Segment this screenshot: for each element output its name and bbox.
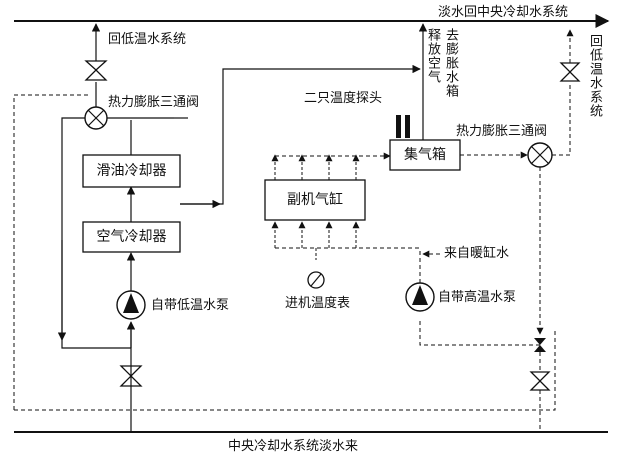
- bottom-line-label: 中央冷却水系统淡水来: [228, 439, 359, 454]
- low-temp-pump-icon: [116, 290, 146, 320]
- left-thermo-valve-icon: [84, 106, 108, 130]
- cylinder-top-arrows: [271, 154, 360, 180]
- thermo-valve-right-label: 热力膨胀三通阀: [456, 124, 548, 139]
- air-cooler-box: [82, 221, 181, 253]
- low-temp-pump-label: 自带低温水泵: [151, 298, 230, 313]
- temperature-probe-icon: [396, 115, 410, 138]
- bottom-right-valve-icon: [529, 371, 551, 391]
- thermo-valve-left-label: 热力膨胀三通阀: [108, 95, 200, 110]
- left-bypass-pipe: [61, 117, 131, 349]
- oil-cooler-box: [82, 154, 181, 188]
- high-temp-pump-label: 自带高温水泵: [438, 290, 517, 305]
- gas-collector-label: 集气箱: [404, 147, 446, 163]
- inlet-thermometer-label: 进机温度表: [285, 296, 351, 311]
- top-line-label: 淡水回中央冷却水系统: [438, 5, 569, 20]
- oil-cooler-label: 滑油冷却器: [96, 163, 167, 179]
- check-valve-icon: [534, 338, 546, 352]
- high-temp-pump-icon: [405, 282, 435, 312]
- return-low-temp-left-label: 回低温水系统: [108, 32, 187, 47]
- right-top-valve-icon: [559, 62, 581, 82]
- aux-cylinder-label: 副机气缸: [287, 192, 343, 208]
- to-expansion-tank-label: 去膨胀水箱: [443, 28, 458, 98]
- right-thermo-valve-icon: [527, 142, 553, 168]
- inlet-thermometer-icon: [307, 271, 325, 289]
- gas-collector-box: [389, 139, 461, 171]
- cylinder-bottom-arrows: [271, 221, 360, 248]
- aux-cylinder-box: [264, 179, 366, 221]
- return-low-temp-right-label: 回低温水系统: [587, 34, 602, 118]
- two-temp-probes-label: 二只温度探头: [304, 91, 383, 106]
- left-top-valve-icon: [84, 60, 108, 81]
- air-cooler-label: 空气冷却器: [96, 229, 167, 245]
- from-heating-water-label: 来自暖缸水: [444, 246, 510, 261]
- release-air-label: 释放空气: [425, 28, 440, 84]
- bottom-left-valve-icon: [119, 365, 143, 387]
- high-temp-dashed-loop: [13, 94, 88, 410]
